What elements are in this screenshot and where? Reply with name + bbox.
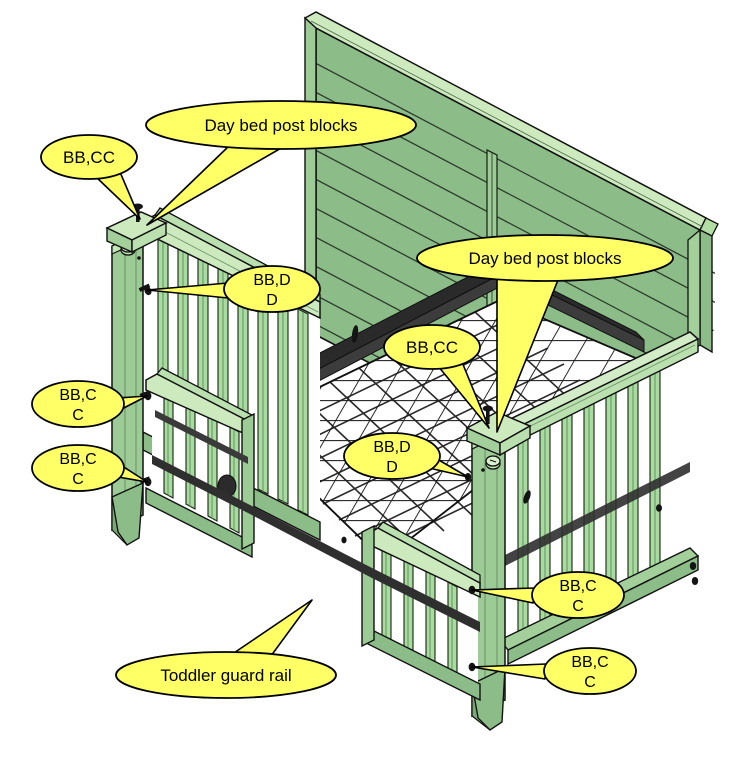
screw-far-right-lower bbox=[691, 577, 699, 585]
callout-bubble[interactable] bbox=[343, 432, 441, 480]
hardware-markers bbox=[138, 283, 531, 672]
spring-frame-side-rails bbox=[152, 410, 480, 632]
callout-bb-dd-left-rail[interactable]: BB,D D bbox=[146, 265, 321, 313]
callout-bubble[interactable] bbox=[416, 234, 674, 282]
callout-bubble[interactable] bbox=[383, 324, 481, 370]
callout-label: BB,D bbox=[373, 439, 410, 456]
callout-bb-c-lower-right-post[interactable]: BB,C C bbox=[471, 647, 637, 695]
callout-label: C bbox=[584, 674, 596, 691]
callout-bubble[interactable] bbox=[145, 100, 417, 150]
callout-bubble[interactable] bbox=[531, 571, 625, 619]
callout-label: C bbox=[72, 407, 84, 424]
callout-label: BB,C bbox=[571, 654, 608, 671]
cam-lock-right-post bbox=[481, 455, 501, 472]
callout-bubble[interactable] bbox=[40, 134, 138, 180]
callout-bubble[interactable] bbox=[31, 444, 125, 492]
callout-toddler-guard-rail[interactable]: Toddler guard rail bbox=[115, 599, 337, 699]
corner-post-front-left bbox=[111, 230, 144, 546]
callout-bb-cc-mid-right[interactable]: BB,CC bbox=[383, 324, 490, 429]
callout-bb-cc-upper-left[interactable]: BB,CC bbox=[40, 134, 141, 220]
callout-label: BB,CC bbox=[63, 148, 115, 167]
callout-label: Toddler guard rail bbox=[160, 666, 291, 685]
callout-bb-c-upper-right-post[interactable]: BB,C C bbox=[471, 571, 625, 619]
callout-label: Day bed post blocks bbox=[204, 116, 357, 135]
callout-day-bed-post-blocks-left[interactable]: Day bed post blocks bbox=[145, 100, 417, 226]
callout-bubble[interactable] bbox=[115, 651, 337, 699]
callout-bb-c-lower-left-leg[interactable]: BB,C C bbox=[31, 444, 148, 492]
callout-bb-c-upper-left-leg[interactable]: BB,C C bbox=[31, 380, 148, 428]
callout-bubble[interactable] bbox=[223, 265, 321, 313]
callout-bubble[interactable] bbox=[31, 380, 125, 428]
callout-bubble[interactable] bbox=[543, 647, 637, 695]
bolt-right-post-block bbox=[482, 405, 493, 424]
mattress-support-grid bbox=[241, 299, 642, 562]
toddler-guard-rail-panel bbox=[361, 521, 481, 702]
callout-label: BB,C bbox=[559, 578, 596, 595]
callout-label: BB,D bbox=[253, 272, 290, 289]
screw-right-rail bbox=[656, 504, 662, 512]
callout-label: Day bed post blocks bbox=[468, 249, 621, 268]
callout-label: C bbox=[72, 471, 84, 488]
callout-day-bed-post-blocks-right[interactable]: Day bed post blocks bbox=[416, 234, 674, 433]
callout-label: BB,C bbox=[59, 387, 96, 404]
callout-label: BB,CC bbox=[406, 338, 458, 357]
callout-label: D bbox=[386, 459, 398, 476]
screw-far-right-upper bbox=[689, 562, 697, 570]
callout-label: C bbox=[572, 598, 584, 615]
callout-label: D bbox=[266, 292, 278, 309]
callout-label: BB,C bbox=[59, 451, 96, 468]
callout-bb-dd-mattress-support[interactable]: BB,D D bbox=[343, 432, 469, 480]
